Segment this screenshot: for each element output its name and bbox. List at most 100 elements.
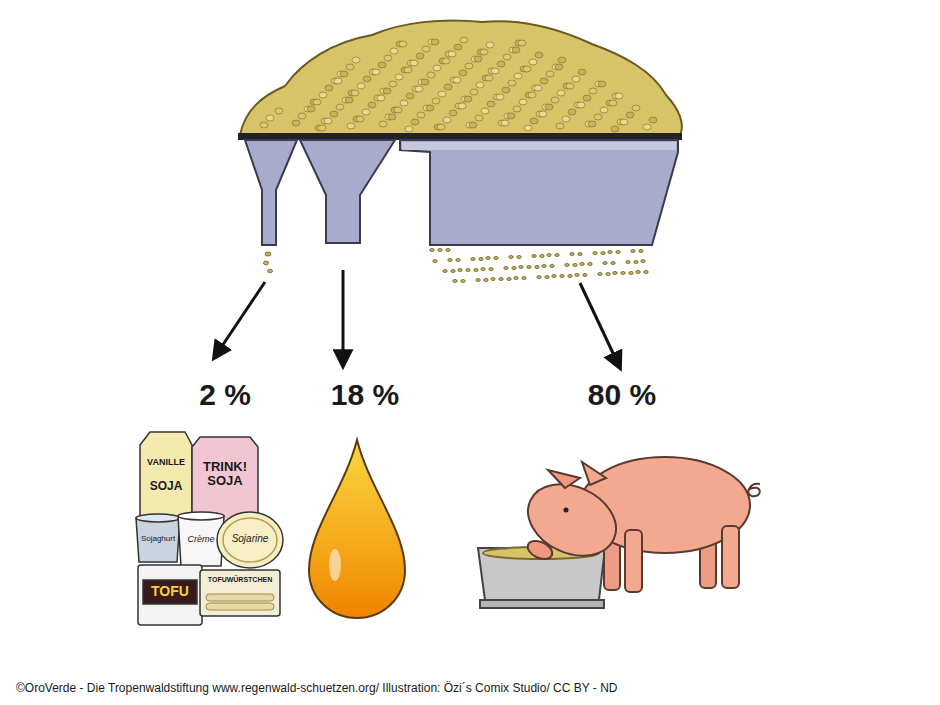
soy-beans — [384, 55, 392, 61]
soy-beans — [566, 83, 574, 89]
soy-beans — [427, 72, 435, 78]
oil-drop — [309, 440, 405, 618]
falling-grains — [621, 272, 625, 275]
soy-beans — [340, 71, 348, 77]
soy-beans — [449, 110, 457, 116]
soy-beans — [389, 81, 397, 87]
soy-beans — [481, 108, 489, 114]
soy-products — [206, 594, 274, 610]
soy-beans — [390, 48, 398, 54]
falling-grains — [568, 275, 572, 278]
soy-beans — [362, 109, 370, 115]
soy-beans — [379, 121, 387, 127]
soy-products — [136, 518, 180, 562]
falling-grains — [542, 265, 546, 268]
soy-products — [136, 514, 180, 522]
soy-beans — [422, 46, 430, 52]
falling-grains — [268, 269, 273, 273]
falling-grains — [438, 249, 442, 252]
falling-grains — [631, 250, 635, 253]
soy-beans — [324, 118, 332, 124]
falling-grains — [560, 275, 564, 278]
soy-beans — [319, 92, 327, 98]
falling-grains — [486, 257, 490, 260]
percentage-label: 2 % — [175, 378, 275, 411]
falling-grains — [456, 259, 460, 262]
pig-and-trough — [478, 457, 760, 608]
soy-beans — [405, 126, 413, 132]
falling-grains — [458, 269, 462, 272]
falling-grains — [537, 276, 541, 279]
soy-beans — [558, 57, 566, 63]
soy-beans — [421, 79, 429, 85]
soy-beans — [487, 101, 495, 107]
package-text: TRINK! SOJA — [194, 460, 256, 489]
falling-grains — [509, 256, 513, 259]
soy-products — [200, 570, 280, 616]
soy-products — [143, 580, 197, 604]
soy-beans — [530, 118, 538, 124]
soy-beans — [545, 104, 553, 110]
soy-beans — [503, 54, 511, 60]
falling-grains — [479, 258, 483, 261]
falling-grains — [626, 261, 630, 264]
soy-beans — [562, 116, 570, 122]
soy-products — [178, 512, 224, 520]
flow-arrows — [580, 283, 620, 368]
soy-beans — [524, 125, 532, 131]
oil-drop — [329, 549, 341, 581]
soy-beans — [523, 66, 531, 72]
soy-beans — [578, 69, 586, 75]
falling-grains — [481, 268, 485, 271]
soy-beans — [557, 90, 565, 96]
soy-beans — [260, 122, 268, 128]
falling-grains — [593, 252, 597, 255]
falling-grains — [598, 273, 602, 276]
soy-beans — [453, 77, 461, 83]
falling-grains — [512, 267, 516, 270]
soy-beans — [577, 102, 585, 108]
soy-beans — [513, 106, 521, 112]
soy-beans — [496, 94, 504, 100]
soy-beans — [437, 124, 445, 130]
soy-beans — [512, 47, 520, 53]
soy-products — [223, 518, 277, 562]
falling-grains — [583, 274, 587, 277]
soy-beans — [292, 120, 300, 126]
soy-beans — [649, 117, 657, 123]
soy-beans — [411, 119, 419, 125]
falling-grains — [451, 270, 455, 273]
soy-beans — [626, 112, 634, 118]
soy-beans — [497, 61, 505, 67]
soy-beans — [514, 73, 522, 79]
soy-beans — [399, 41, 407, 47]
falling-grains — [264, 261, 269, 265]
soy-beans — [266, 115, 274, 121]
soy-beans — [546, 71, 554, 77]
soy-beans — [609, 100, 617, 106]
falling-grains — [550, 265, 554, 268]
soy-beans — [431, 39, 439, 45]
soy-beans — [426, 105, 434, 111]
soy-beans — [598, 81, 606, 87]
soy-beans — [325, 85, 333, 91]
flow-arrows — [214, 282, 265, 358]
falling-grains — [461, 280, 465, 283]
soy-beans — [330, 111, 338, 117]
falling-grains — [484, 279, 488, 282]
falling-grains — [430, 249, 434, 252]
falling-grains — [601, 252, 605, 255]
pig-and-trough — [625, 530, 642, 592]
soy-beans — [555, 64, 563, 70]
pig-and-trough — [582, 462, 606, 485]
falling-grains — [443, 270, 447, 273]
soy-beans — [352, 57, 360, 63]
soy-beans — [351, 90, 359, 96]
soy-beans — [475, 115, 483, 121]
soy-beans — [460, 37, 468, 43]
soy-beans — [519, 99, 527, 105]
package-text: TOFUWÜRSTCHEN — [201, 576, 279, 584]
soy-beans — [643, 124, 651, 130]
flow-arrows — [342, 270, 345, 366]
